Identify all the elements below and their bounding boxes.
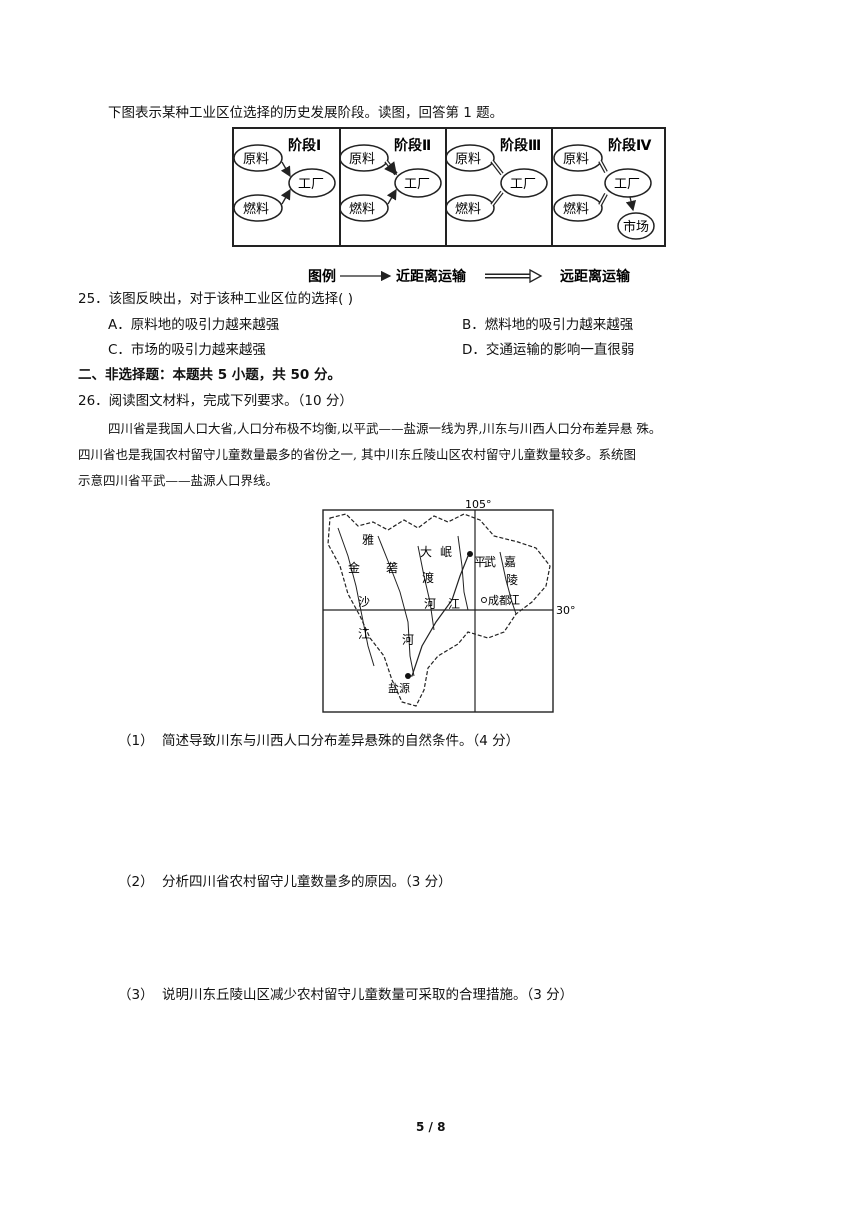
fuel-label: 燃料 — [349, 201, 375, 217]
map-label: 雅 — [362, 532, 374, 547]
legend-label: 图例 — [308, 268, 336, 285]
sichuan-map: 105° 30° 雅 金 砻 沙 江 大 渡 河 岷 江 河 平 武 嘉 陵 江… — [322, 498, 576, 713]
map-label: 江 — [508, 593, 520, 607]
raw-material-label: 原料 — [455, 152, 481, 167]
diagram-legend: 图例 近距离运输 远距离运输 — [308, 268, 631, 285]
factory-label: 工厂 — [510, 177, 536, 192]
q25-option-c: C．市场的吸引力越来越强 — [108, 342, 266, 358]
map-label: 岷 — [440, 544, 452, 559]
stage-2-panel: 阶段Ⅱ 原料 燃料 工厂 — [339, 137, 442, 222]
industry-stage-diagram: 阶段Ⅰ 原料 燃料 工厂 阶段Ⅱ 原料 燃料 工厂 阶段Ⅲ 原料 燃料 工厂 — [232, 127, 666, 285]
stage-title: 阶段Ⅲ — [500, 137, 541, 154]
map-label: 河 — [402, 633, 414, 647]
q26-material-line: 示意四川省平武——盐源人口界线。 — [78, 473, 279, 488]
legend-near-label: 近距离运输 — [396, 268, 467, 285]
stage-title: 阶段Ⅳ — [608, 137, 652, 154]
q26-material-line: 四川省是我国人口大省,人口分布极不均衡,以平武——盐源一线为界,川东与川西人口分… — [108, 421, 662, 436]
map-label: 河 — [424, 597, 436, 611]
map-label: 大 — [420, 545, 432, 559]
subquestion-2-text: 分析四川省农村留守儿童数量多的原因。（3 分） — [162, 874, 452, 890]
map-label: 陵 — [506, 573, 518, 587]
map-label: 嘉 — [504, 555, 516, 569]
map-label: 金 — [348, 560, 360, 575]
stage-4-panel: 阶段Ⅳ 原料 燃料 工厂 市场 — [553, 137, 655, 240]
q25-option-b: B．燃料地的吸引力越来越强 — [462, 317, 634, 333]
map-label: 平 — [474, 555, 486, 569]
page-number: 5 / 8 — [416, 1120, 446, 1134]
stage-title: 阶段Ⅱ — [394, 137, 431, 154]
section-heading: 二、非选择题：本题共 5 小题，共 50 分。 — [78, 367, 341, 383]
subquestion-1-text: 简述导致川东与川西人口分布差异悬殊的自然条件。（4 分） — [162, 733, 520, 749]
raw-material-label: 原料 — [243, 152, 269, 167]
subquestion-2-number: （2） — [118, 874, 154, 890]
intro-text: 下图表示某种工业区位选择的历史发展阶段。读图，回答第 1 题。 — [108, 105, 504, 121]
q25-stem: 25．该图反映出，对于该种工业区位的选择( ) — [78, 291, 354, 307]
subquestion-3-number: （3） — [118, 987, 154, 1003]
raw-material-label: 原料 — [349, 152, 375, 167]
factory-label: 工厂 — [614, 177, 640, 192]
stage-title: 阶段Ⅰ — [288, 137, 321, 154]
market-label: 市场 — [623, 219, 649, 235]
raw-material-label: 原料 — [563, 152, 589, 167]
fuel-label: 燃料 — [243, 201, 269, 217]
subquestion-3-text: 说明川东丘陵山区减少农村留守儿童数量可采取的合理措施。（3 分） — [162, 987, 574, 1003]
stage-3-panel: 阶段Ⅲ 原料 燃料 工厂 — [445, 137, 548, 222]
map-label: 江 — [448, 597, 460, 611]
factory-label: 工厂 — [404, 177, 430, 192]
longitude-label: 105° — [465, 498, 492, 511]
factory-label: 工厂 — [298, 177, 324, 192]
q26-stem: 26．阅读图文材料，完成下列要求。（10 分） — [78, 393, 353, 409]
map-label: 渡 — [422, 570, 434, 585]
subquestion-1-number: （1） — [118, 733, 154, 749]
q25-option-a: A．原料地的吸引力越来越强 — [108, 317, 280, 333]
map-label: 沙 — [358, 595, 370, 609]
latitude-label: 30° — [556, 604, 576, 617]
stage-1-panel: 阶段Ⅰ 原料 燃料 工厂 — [233, 137, 336, 222]
fuel-label: 燃料 — [563, 201, 589, 217]
city-label-yanyuan: 盐源 — [388, 681, 410, 695]
map-label: 武 — [484, 555, 496, 569]
q26-material-line: 四川省也是我国农村留守儿童数量最多的省份之一, 其中川东丘陵山区农村留守儿童数量… — [78, 447, 636, 462]
legend-far-label: 远距离运输 — [560, 268, 631, 285]
map-label: 江 — [358, 627, 370, 641]
map-label: 砻 — [386, 560, 398, 575]
fuel-label: 燃料 — [455, 201, 481, 217]
city-label-chengdu: 成都 — [488, 594, 510, 607]
q25-option-d: D．交通运输的影响一直很弱 — [462, 342, 635, 358]
